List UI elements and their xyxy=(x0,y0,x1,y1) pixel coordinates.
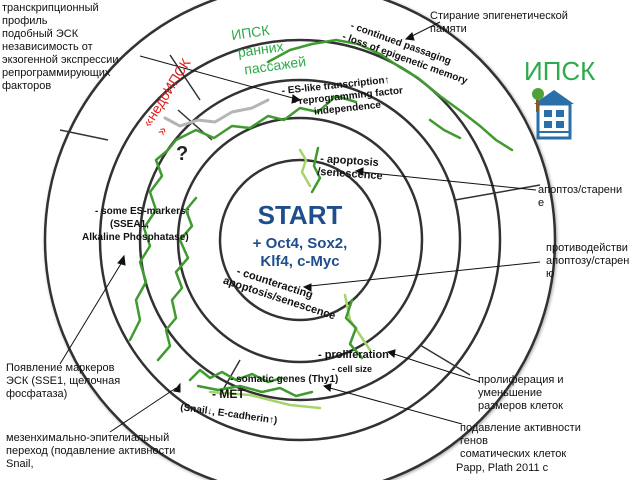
ipsc-label: ИПСК xyxy=(524,56,595,86)
apoptosis-label: - apoptosis/senescence xyxy=(317,153,384,183)
annotation-es-transcription: транскрипционный профиль подобный ЭСК не… xyxy=(2,2,119,92)
center-label: START + Oct4, Sox2, Klf4, c-Myc xyxy=(253,200,348,270)
cell-size-label: - cell size xyxy=(332,364,372,374)
path-grey xyxy=(163,98,270,128)
ring-center xyxy=(218,158,382,322)
es-markers-label: - some ES-markers↑(SSEA1,Alkaline Phosph… xyxy=(82,206,191,243)
annotation-es-markers: Появление маркеров ЭСК (SSE1, щелочная ф… xyxy=(6,362,121,400)
annotation-proliferation: пролиферация и уменьшение размеров клето… xyxy=(478,374,564,412)
annotation-somatic: подавление активности генов соматических… xyxy=(460,422,581,460)
annotation-counter-apoptosis: противодействи апоптозу/старен ю xyxy=(546,242,630,280)
annotation-epigenetic: Стирание эпигенетической памяти xyxy=(430,10,568,35)
annotation-arrows xyxy=(59,21,541,433)
path-main xyxy=(128,38,514,398)
annotation-apoptosis: апоптоз/старени е xyxy=(538,184,623,209)
somatic-genes-label: - somatic genes (Thy1) xyxy=(230,374,338,385)
house-icon xyxy=(534,90,574,140)
center-factors-2: Klf4, c-Myc xyxy=(260,253,339,270)
center-title: START xyxy=(258,200,343,230)
met-label: - MET xyxy=(212,387,245,401)
annotation-met: мезенхимально-эпителиальный переход (под… xyxy=(6,432,176,470)
reprogramming-paths xyxy=(128,38,514,410)
ring-group xyxy=(43,0,557,480)
tree-icon xyxy=(532,88,544,112)
center-factors-1: + Oct4, Sox2, xyxy=(253,235,348,252)
question-mark: ? xyxy=(176,143,188,165)
citation: Papp, Plath 2011 с xyxy=(456,462,549,474)
proliferation-label: - proliferation xyxy=(318,349,389,361)
